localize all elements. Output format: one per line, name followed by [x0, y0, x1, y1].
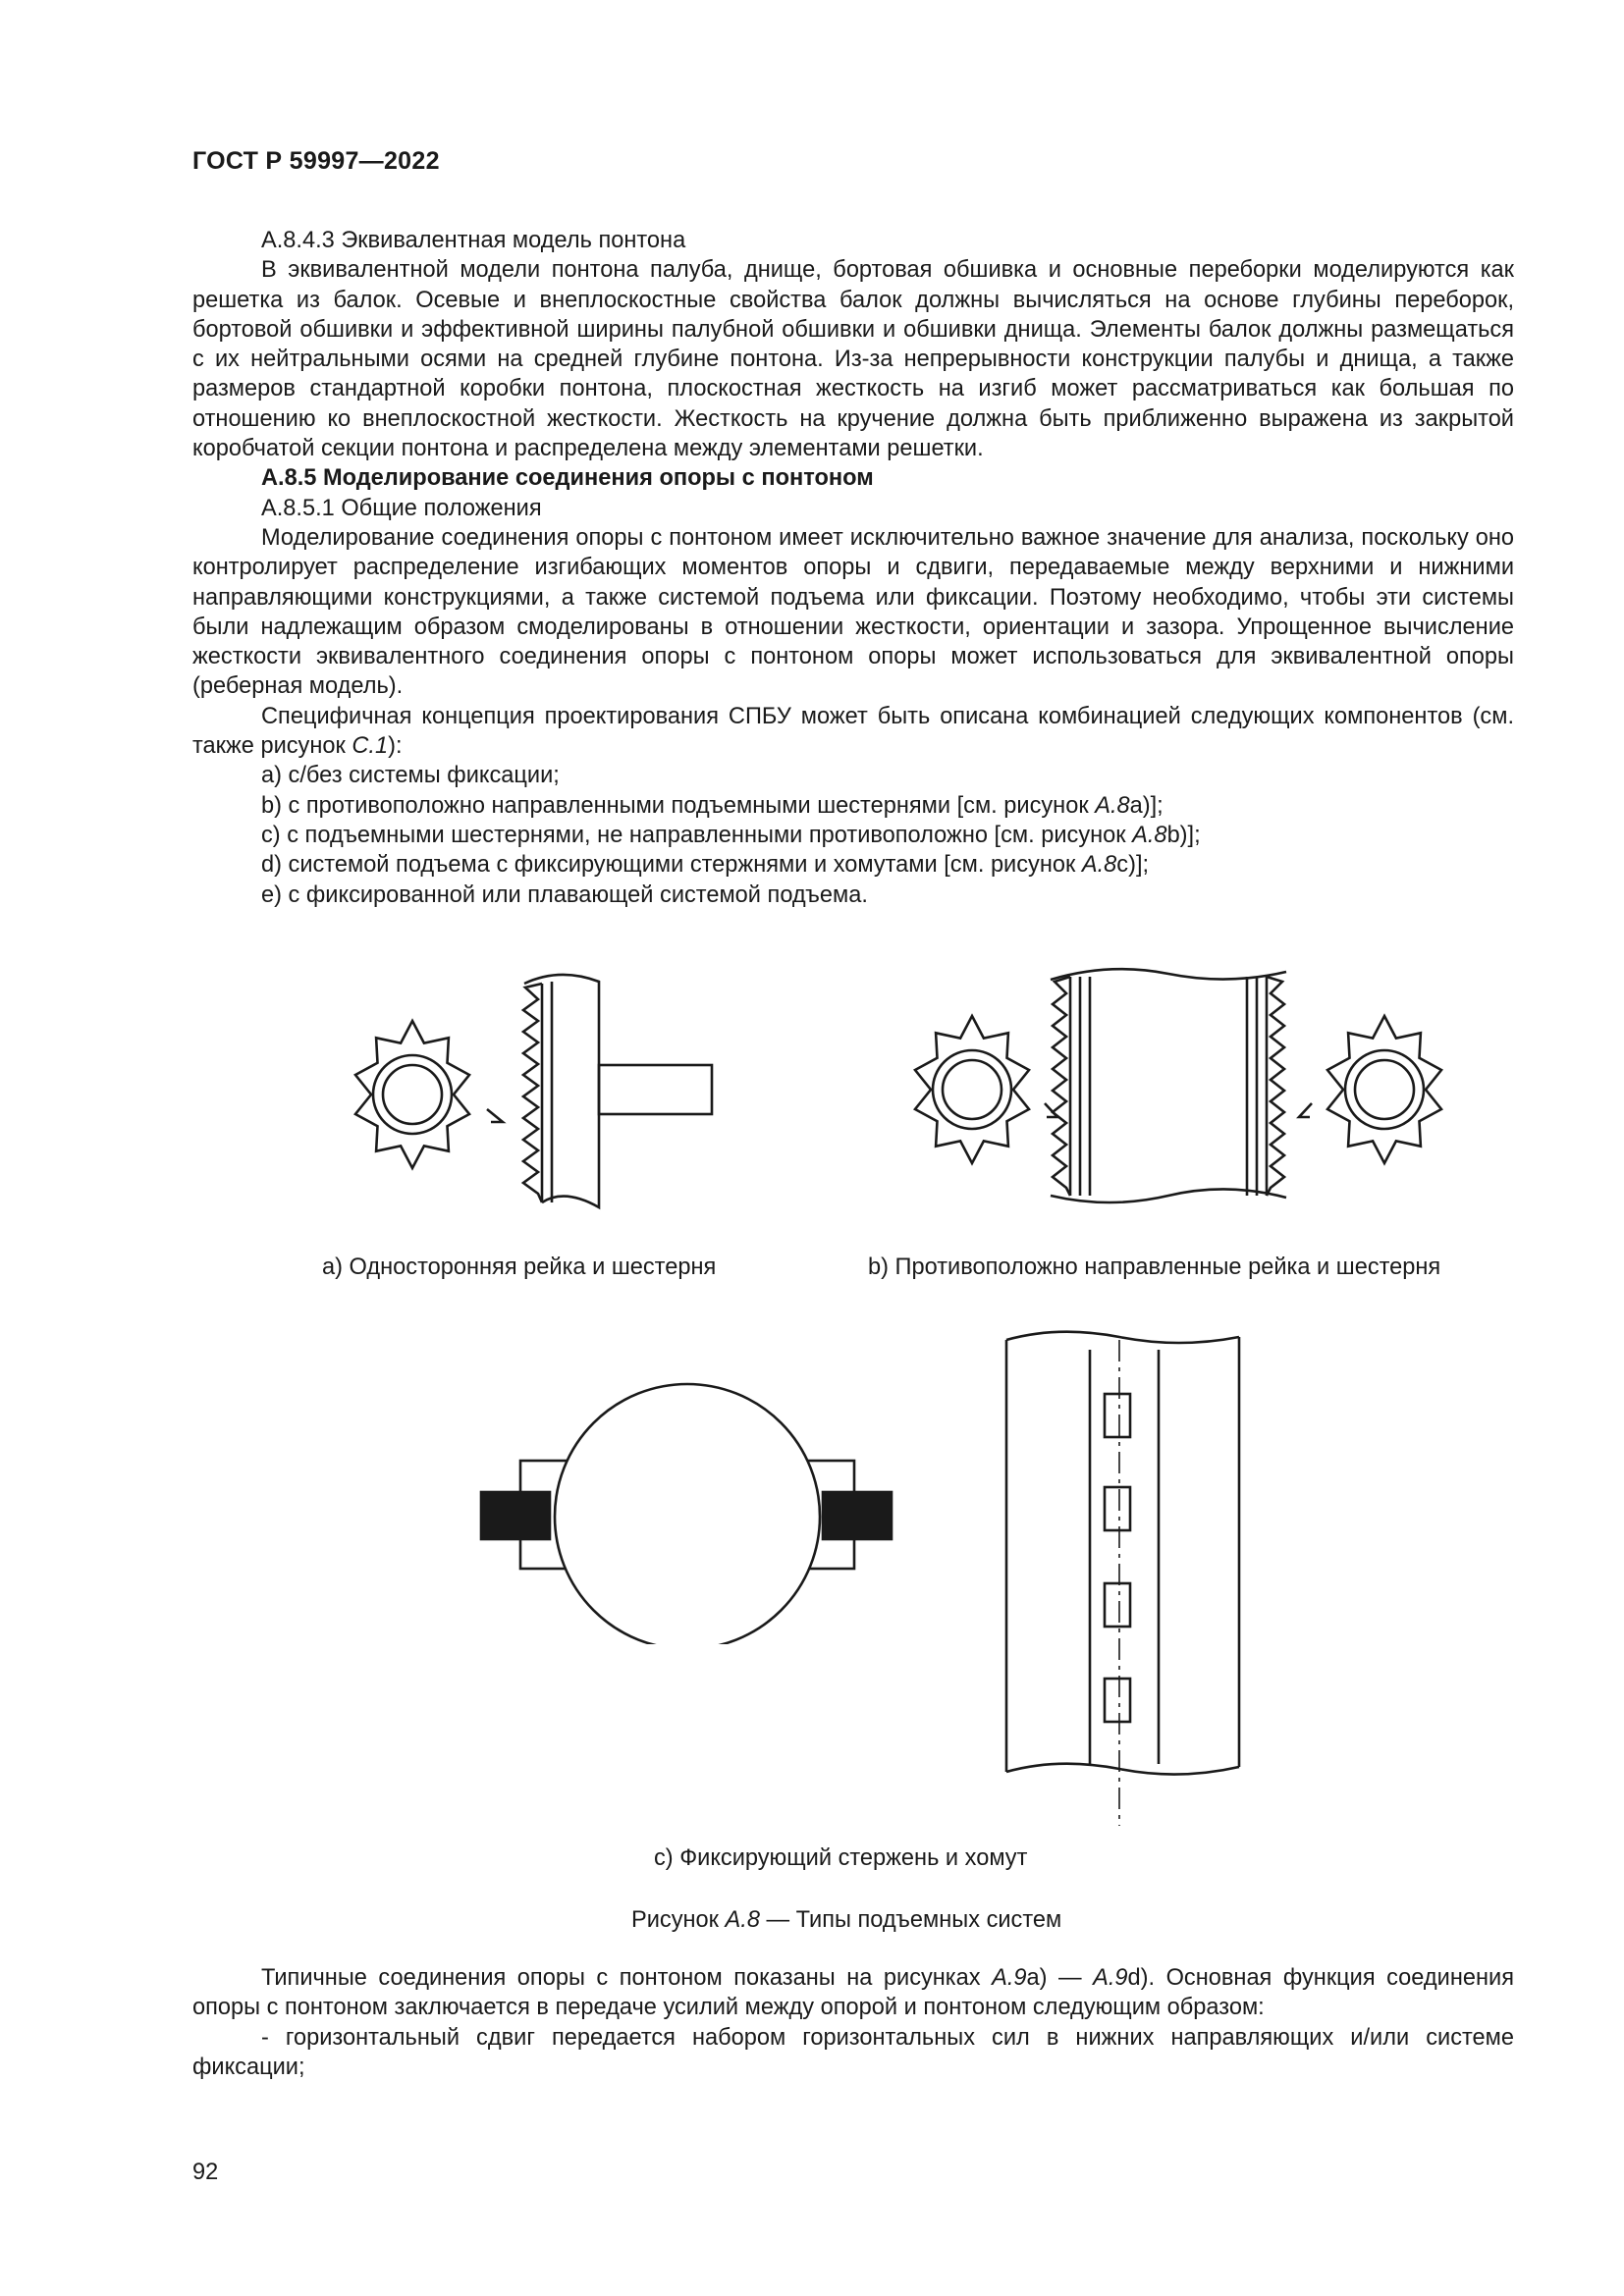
list-item: d) системой подъема с фиксирующими стерж… [261, 852, 1150, 879]
section-heading-a843: А.8.4.3 Эквивалентная модель понтона [261, 228, 686, 253]
caption-b: b) Противоположно направленные рейка и ш… [868, 1255, 1441, 1280]
section-heading-a851: А.8.5.1 Общие положения [261, 495, 542, 521]
paragraph-general: Моделирование соединения опоры с понтоно… [192, 524, 1514, 700]
figure-ref: С.1 [352, 733, 389, 760]
rack [520, 982, 544, 1203]
figure-c-clamp-chord [471, 1369, 903, 1644]
list-item: c) с подъемными шестернями, не направлен… [261, 822, 1201, 848]
paragraph-design-concept: Специфичная концепция проектирования СПБ… [192, 703, 1514, 760]
pinion-gear [353, 1018, 471, 1171]
text-after-figure: Типичные соединения опоры с понтоном пок… [192, 1963, 1514, 2082]
paragraph-horizontal-shear: - горизонтальный сдвиг передается наборо… [192, 2024, 1514, 2080]
page-number: 92 [192, 2160, 219, 2185]
clamp-block-left [479, 1490, 552, 1541]
locking-bar [1103, 1485, 1132, 1532]
document-code-header: ГОСТ Р 59997—2022 [192, 147, 440, 175]
locking-bar [1103, 1677, 1132, 1724]
clamp-block-right [821, 1490, 893, 1541]
pinion-gear-right [1326, 1013, 1443, 1166]
caption-c: c) Фиксирующий стержень и хомут [654, 1845, 1028, 1871]
list-item: e) с фиксированной или плавающей системо… [261, 881, 868, 908]
caption-a: a) Односторонняя рейка и шестерня [322, 1255, 717, 1280]
list-item: b) с противоположно направленными подъем… [261, 792, 1164, 819]
paragraph-typical-connections: Типичные соединения опоры с понтоном пок… [192, 1965, 1514, 2021]
rack-right [1265, 975, 1287, 1197]
paragraph-equivalent-model: В эквивалентной модели понтона палуба, д… [192, 257, 1514, 462]
figure-a-single-rack-pinion [334, 957, 746, 1232]
list-item: a) с/без системы фиксации; [261, 763, 560, 789]
locking-bar [1103, 1581, 1132, 1629]
section-heading-a85: А.8.5 Моделирование соединения опоры с п… [261, 465, 874, 492]
rack-left [1050, 975, 1072, 1197]
figure-title: Рисунок А.8 — Типы подъемных систем [631, 1907, 1062, 1933]
main-text: А.8.4.3 Эквивалентная модель понтона В э… [192, 226, 1514, 910]
figure-c-locking-bars [992, 1315, 1257, 1826]
pinion-gear-left [913, 1013, 1031, 1166]
figure-b-opposed-rack-pinion [903, 952, 1453, 1217]
locking-bar [1103, 1392, 1132, 1439]
